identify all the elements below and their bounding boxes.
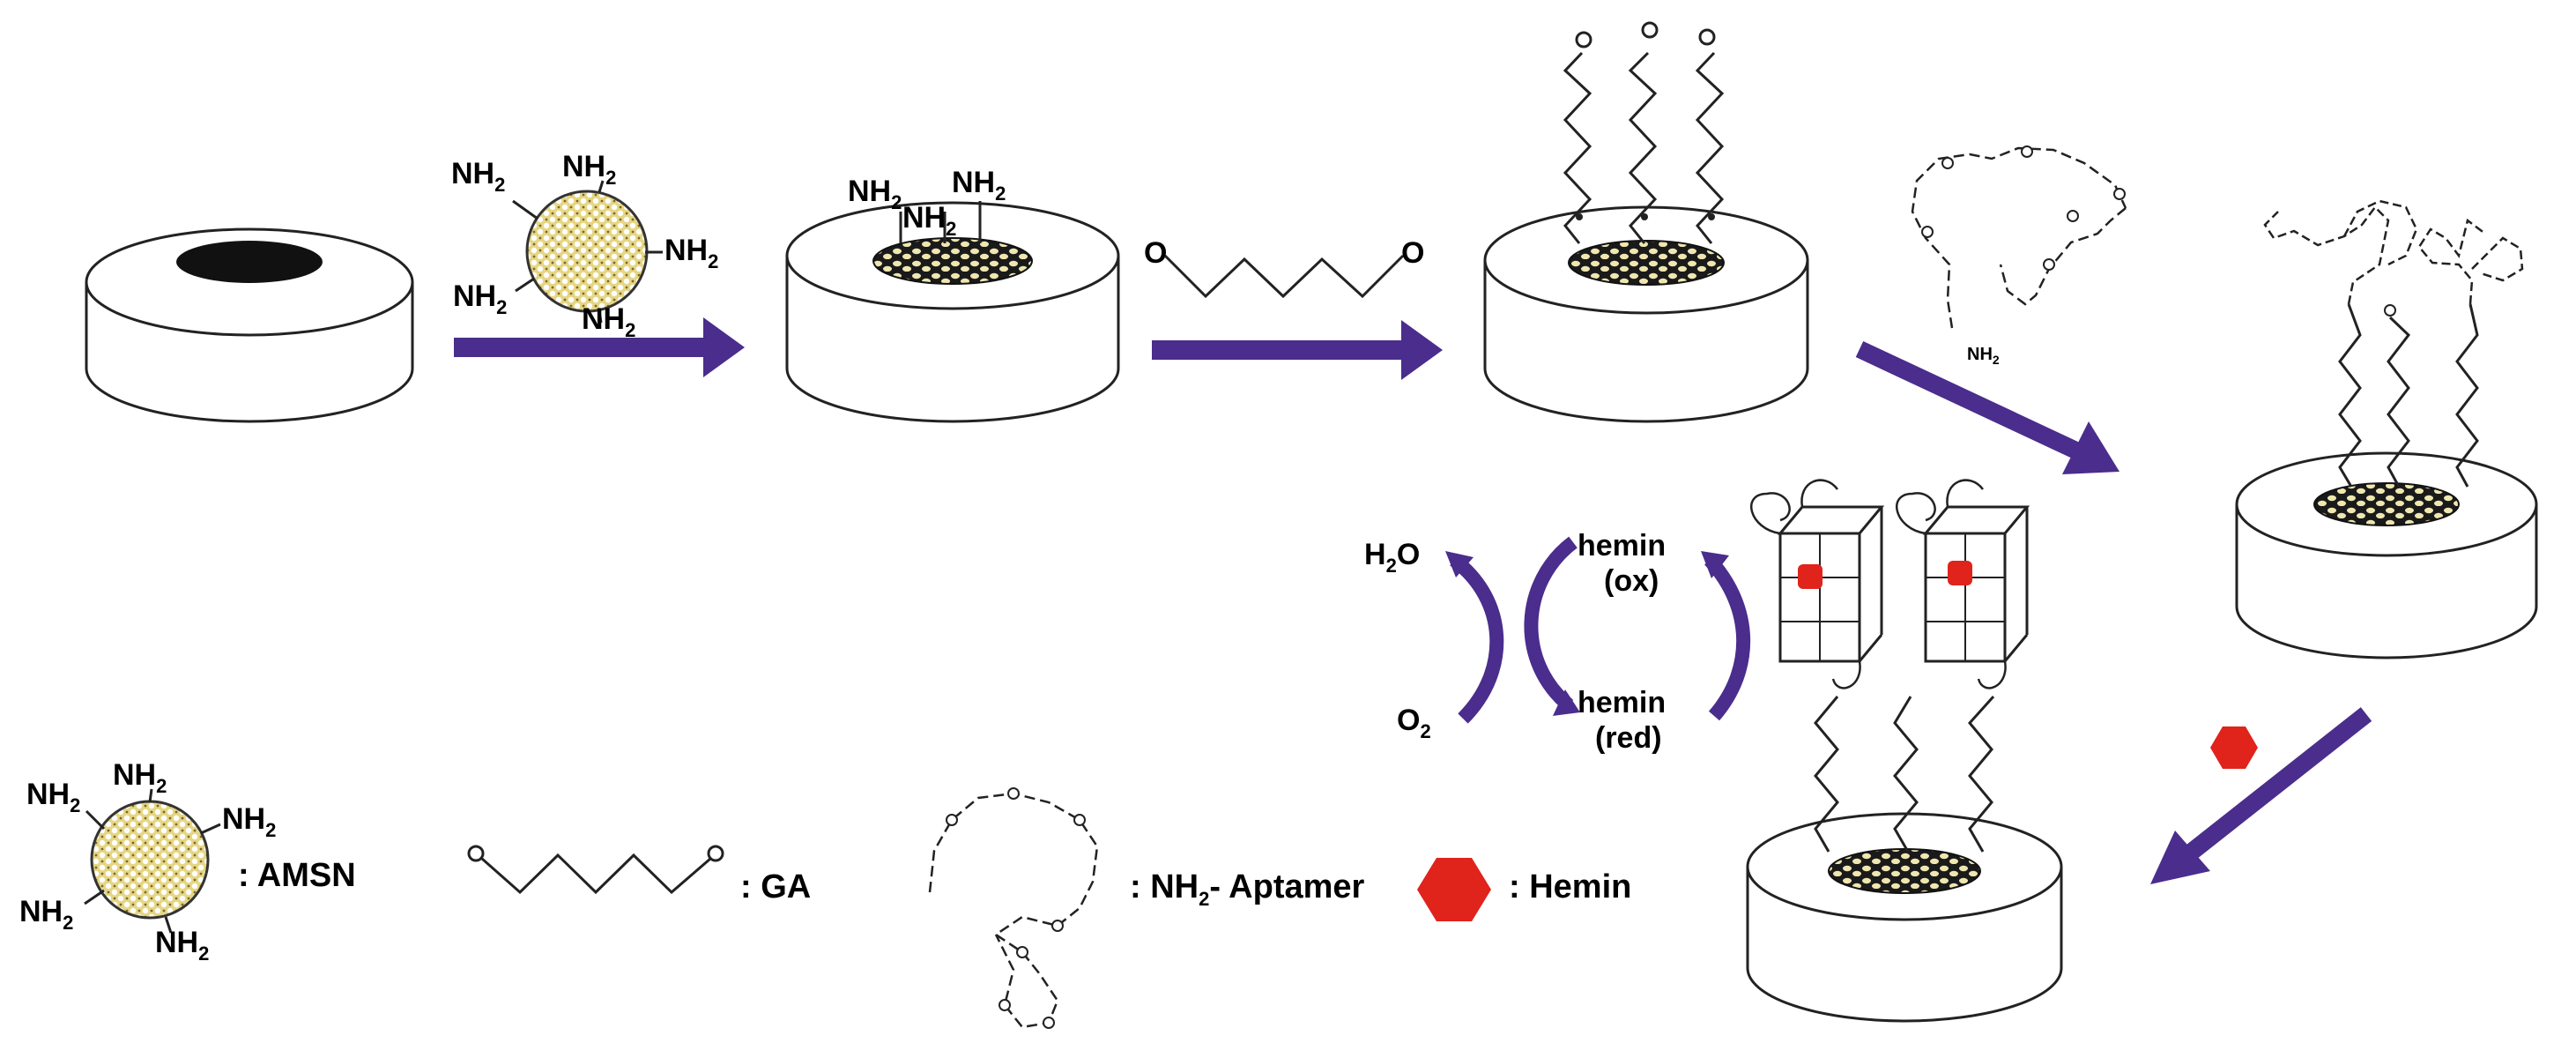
electrode-bare	[85, 227, 414, 423]
svg-text:NH2: NH2	[453, 279, 507, 318]
svg-text:hemin: hemin	[1578, 686, 1666, 719]
glutaraldehyde-icon: O O	[1144, 236, 1424, 299]
legend-item-aptamer: : NH2- Aptamer	[928, 787, 1365, 1029]
hemin-icon	[2210, 726, 2258, 769]
svg-text:NH2: NH2	[19, 895, 73, 934]
redox-cycle-icon: H2O O2 hemin (ox) hemin (red)	[1364, 529, 1751, 755]
svg-text:NH2: NH2	[952, 166, 1006, 205]
svg-text:O: O	[1401, 236, 1424, 270]
svg-text:: NH2- Aptamer: : NH2- Aptamer	[1130, 868, 1365, 910]
svg-text:NH2: NH2	[222, 802, 276, 841]
g-quadruplex-icon	[1750, 479, 1885, 689]
svg-text:(ox): (ox)	[1604, 564, 1659, 598]
svg-text:NH2: NH2	[562, 150, 616, 189]
g-quadruplex-icon	[1896, 479, 2030, 689]
legend-item-hemin: : Hemin	[1417, 858, 1631, 921]
svg-text:H2O: H2O	[1364, 538, 1420, 577]
svg-text:NH2: NH2	[848, 175, 902, 213]
svg-text:NH2: NH2	[451, 157, 505, 196]
hemin-icon	[1417, 858, 1491, 921]
process-arrow-icon	[1855, 340, 2119, 474]
svg-text:: GA: : GA	[740, 868, 811, 905]
electrode-core-icon	[176, 241, 323, 283]
svg-text:NH2: NH2	[582, 302, 635, 341]
legend: NH2 NH2 NH2 NH2 NH2 : AMSN : GA	[19, 758, 1631, 1029]
amsn-particle-step1: NH2 NH2 NH2 NH2 NH2	[451, 150, 718, 341]
amsn-nanoparticle-icon	[525, 190, 649, 313]
svg-text:NH2: NH2	[902, 201, 956, 240]
aptamer-icon	[928, 787, 1099, 1029]
electrode-ga	[1483, 21, 1809, 423]
svg-text:NH2: NH2	[113, 758, 167, 797]
legend-item-amsn: NH2 NH2 NH2 NH2 NH2 : AMSN	[19, 758, 356, 965]
process-arrow-icon	[1152, 320, 1443, 380]
svg-text:(red): (red)	[1595, 721, 1662, 755]
svg-text:NH2: NH2	[664, 234, 718, 272]
svg-text:O: O	[1144, 236, 1167, 270]
svg-text:: Hemin: : Hemin	[1509, 868, 1631, 905]
legend-item-ga: : GA	[467, 845, 811, 905]
process-arrow-icon	[2150, 707, 2372, 884]
electrode-aptamer	[2235, 199, 2538, 659]
svg-text:O2: O2	[1397, 704, 1431, 742]
svg-text:NH2: NH2	[26, 778, 80, 816]
glutaraldehyde-icon	[467, 845, 724, 895]
process-arrow-icon	[454, 317, 745, 377]
svg-text:hemin: hemin	[1578, 529, 1666, 563]
svg-text:NH2: NH2	[1967, 345, 2000, 367]
electrode-amsn: NH2 NH2 NH2	[785, 166, 1120, 423]
amsn-nanoparticle-icon	[90, 800, 210, 920]
svg-text:NH2: NH2	[155, 926, 209, 965]
electrode-g-quadruplex	[1746, 479, 2063, 1023]
aptamer-icon: NH2	[1911, 145, 2127, 367]
svg-text:: AMSN: : AMSN	[238, 857, 356, 894]
